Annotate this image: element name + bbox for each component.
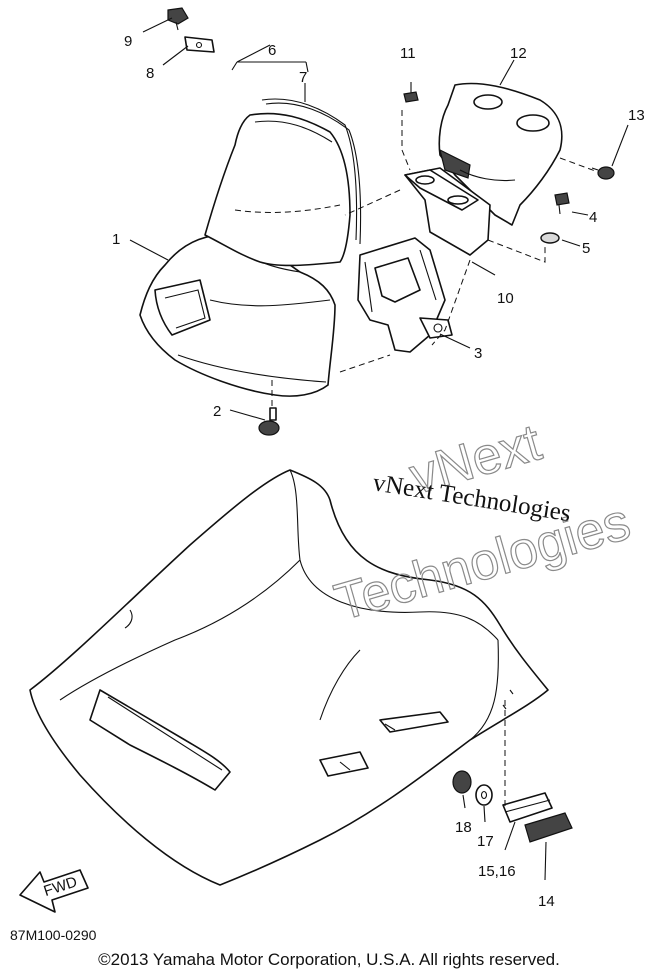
part-label-3: 3 [474, 345, 482, 362]
part-label-13: 13 [628, 107, 645, 124]
part-label-18: 18 [455, 819, 472, 836]
mount-block [404, 167, 491, 256]
part-label-7: 7 [299, 69, 307, 86]
watermark: vNext Technologies vNext Technologies [328, 413, 637, 633]
bolt-9 [167, 7, 189, 31]
drawing-code: 87M100-0290 [10, 927, 97, 943]
copyright-footer: ©2013 Yamaha Motor Corporation, U.S.A. A… [98, 950, 560, 969]
washer-17 [475, 784, 493, 806]
part-label-9: 9 [124, 33, 132, 50]
part-label-2: 2 [213, 403, 221, 420]
bolt-4 [554, 192, 570, 215]
part-label-12: 12 [510, 45, 527, 62]
part-label-11: 11 [400, 45, 416, 62]
windshield [204, 98, 362, 267]
part-label-14: 14 [538, 893, 555, 910]
hood-cowl [29, 469, 549, 886]
headlight-cowling [139, 233, 336, 397]
part-label-4: 4 [589, 209, 597, 226]
clip-8 [184, 36, 215, 53]
screw-11 [403, 82, 419, 103]
part-number-labels: 9 8 6 7 11 12 13 4 5 1 10 3 2 18 17 15,1… [112, 33, 645, 910]
fwd-arrow-icon: FWD [19, 869, 89, 913]
washer-5 [540, 232, 560, 244]
part-label-15-16: 15,16 [478, 863, 516, 880]
part-label-17: 17 [477, 833, 494, 850]
leader-lines [129, 17, 629, 881]
headlight-stay [357, 237, 453, 353]
emblem-14 [524, 812, 573, 843]
assembly-lines [271, 110, 599, 810]
bolt-2 [258, 407, 280, 436]
nut-18 [452, 770, 472, 794]
part-label-8: 8 [146, 65, 154, 82]
part-label-6: 6 [268, 42, 276, 59]
screw-13 [591, 166, 615, 180]
part-label-10: 10 [497, 290, 514, 307]
plate-15-16 [502, 792, 553, 823]
part-label-5: 5 [582, 240, 590, 257]
part-label-1: 1 [112, 231, 120, 248]
